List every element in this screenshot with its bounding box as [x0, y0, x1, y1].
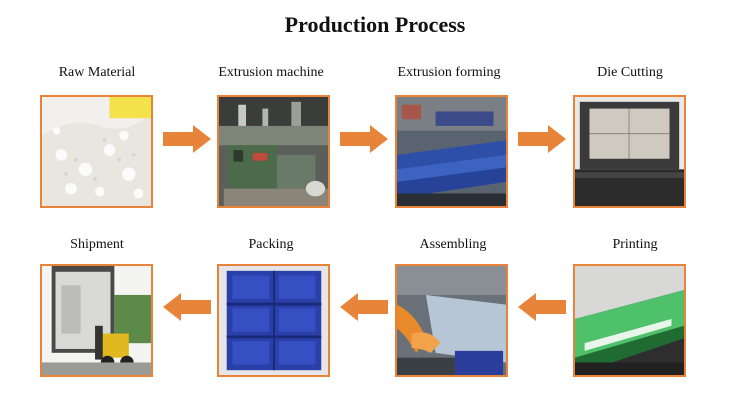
step-label-printing: Printing	[612, 237, 658, 252]
arrow-right-icon	[518, 125, 566, 153]
arrow-left-icon	[518, 293, 566, 321]
printing-photo	[573, 264, 686, 377]
extrusion-machine-photo	[217, 95, 330, 208]
die-cutting-photo	[573, 95, 686, 208]
step-label-assembling: Assembling	[419, 237, 487, 252]
assembling-photo	[395, 264, 508, 377]
shipment-photo	[40, 264, 153, 377]
arrow-left-icon	[340, 293, 388, 321]
packing-photo	[217, 264, 330, 377]
page-title: Production Process	[284, 12, 466, 37]
step-label-raw-material: Raw Material	[58, 65, 136, 80]
step-label-die-cutting: Die Cutting	[597, 65, 663, 80]
step-label-extrusion-forming: Extrusion forming	[397, 65, 501, 80]
arrow-right-icon	[163, 125, 211, 153]
raw-material-photo	[40, 95, 153, 208]
step-label-shipment: Shipment	[70, 237, 124, 252]
step-label-extrusion-machine: Extrusion machine	[218, 65, 324, 80]
arrow-left-icon	[163, 293, 211, 321]
extrusion-forming-photo	[395, 95, 508, 208]
arrow-right-icon	[340, 125, 388, 153]
step-label-packing: Packing	[248, 237, 294, 252]
